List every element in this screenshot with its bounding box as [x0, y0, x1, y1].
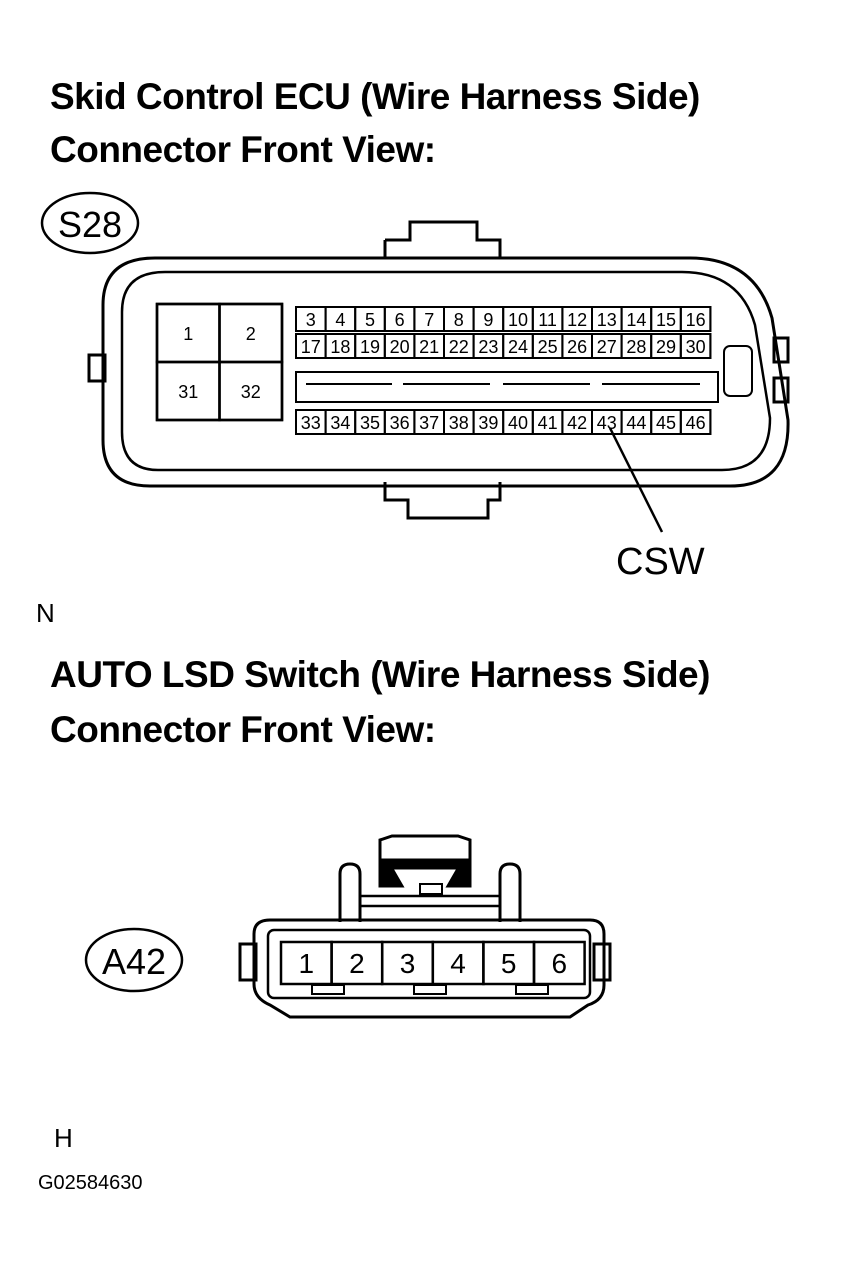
- ecu-pin-label: 11: [538, 310, 557, 330]
- ecu-pin-label: 40: [508, 413, 528, 433]
- switch-connector-id-badge: A42: [84, 927, 184, 993]
- ecu-pin-label: 14: [626, 310, 646, 330]
- switch-pin-label: 6: [552, 948, 568, 979]
- ecu-corner-letter: N: [36, 598, 55, 628]
- switch-pin-label: 5: [501, 948, 517, 979]
- switch-pin-label: 1: [299, 948, 315, 979]
- ecu-pin-label: 35: [360, 413, 380, 433]
- ecu-pin-label: 38: [449, 413, 469, 433]
- ecu-pin-label: 4: [335, 310, 345, 330]
- ecu-title-line1: Skid Control ECU (Wire Harness Side): [50, 76, 700, 117]
- ecu-pin-label: 34: [330, 413, 350, 433]
- switch-terminal-tab: [413, 984, 447, 995]
- ecu-pin-label: 1: [183, 324, 193, 344]
- ecu-pin-label: 5: [365, 310, 375, 330]
- ecu-pin-label: 41: [538, 413, 558, 433]
- ecu-pin-label: 32: [241, 382, 261, 402]
- ecu-pin-label: 42: [567, 413, 587, 433]
- ecu-connector-id-badge: S28: [40, 191, 140, 255]
- ecu-pin-label: 28: [626, 337, 646, 357]
- ecu-pin-label: 17: [301, 337, 321, 357]
- switch-pin-label: 2: [349, 948, 365, 979]
- ecu-pin-label: 21: [419, 337, 439, 357]
- ecu-pin-label: 30: [686, 337, 706, 357]
- switch-pin-row: 1 2 3 4 5 6: [279, 940, 586, 995]
- switch-corner-letter: H: [54, 1123, 73, 1153]
- ecu-pin-cell: [679, 306, 712, 332]
- ecu-pin-label: 12: [567, 310, 587, 330]
- ecu-pin-label: 36: [390, 413, 410, 433]
- csw-label: CSW: [616, 541, 705, 583]
- ecu-pin-label: 18: [330, 337, 350, 357]
- switch-terminal-tab: [311, 984, 345, 995]
- figure-id: G02584630: [38, 1172, 143, 1194]
- ecu-pin-label: 24: [508, 337, 528, 357]
- ecu-pin-label: 13: [597, 310, 617, 330]
- ecu-pin-label: 44: [626, 413, 646, 433]
- ecu-pin-cell: [679, 409, 712, 435]
- switch-connector: [238, 834, 612, 1019]
- ecu-pin-label: 15: [656, 310, 676, 330]
- ecu-pin-label: 7: [424, 310, 434, 330]
- ecu-connector: [87, 220, 790, 520]
- ecu-pin-label: 9: [483, 310, 493, 330]
- ecu-pin-cell: [679, 333, 712, 359]
- ecu-pin-label: 2: [246, 324, 256, 344]
- ecu-pin-label: 8: [454, 310, 464, 330]
- ecu-pin-label: 16: [686, 310, 706, 330]
- ecu-pin-label: 23: [478, 337, 498, 357]
- ecu-pin-label: 39: [478, 413, 498, 433]
- ecu-pin-label: 27: [597, 337, 617, 357]
- switch-title-line2: Connector Front View:: [50, 709, 436, 750]
- ecu-pin-label: 37: [419, 413, 439, 433]
- switch-pin-label: 3: [400, 948, 416, 979]
- ecu-pin-label: 31: [178, 382, 198, 402]
- ecu-pin-label: 20: [390, 337, 410, 357]
- ecu-pin-label: 29: [656, 337, 676, 357]
- ecu-pin-label: 19: [360, 337, 380, 357]
- ecu-pin-label: 22: [449, 337, 469, 357]
- ecu-pin-label: 25: [538, 337, 558, 357]
- switch-pin-label: 4: [450, 948, 466, 979]
- ecu-large-pin-cell: [218, 360, 284, 422]
- ecu-pin-label: 43: [597, 413, 617, 433]
- switch-pin-cell: [532, 940, 586, 986]
- switch-terminal-tab: [515, 984, 549, 995]
- ecu-title-line2: Connector Front View:: [50, 129, 436, 170]
- switch-title-line1: AUTO LSD Switch (Wire Harness Side): [50, 654, 710, 695]
- ecu-pin-label: 26: [567, 337, 587, 357]
- ecu-pin-label: 33: [301, 413, 321, 433]
- ecu-connector-id: S28: [58, 204, 122, 245]
- ecu-pin-label: 3: [306, 310, 316, 330]
- ecu-pin-label: 45: [656, 413, 676, 433]
- ecu-large-pin-block: 1 2 31 32: [155, 302, 284, 422]
- ecu-pin-label: 10: [508, 310, 528, 330]
- switch-connector-id: A42: [102, 941, 166, 982]
- ecu-pin-label: 6: [395, 310, 405, 330]
- csw-callout: CSW: [608, 427, 705, 583]
- ecu-pin-label: 46: [686, 413, 706, 433]
